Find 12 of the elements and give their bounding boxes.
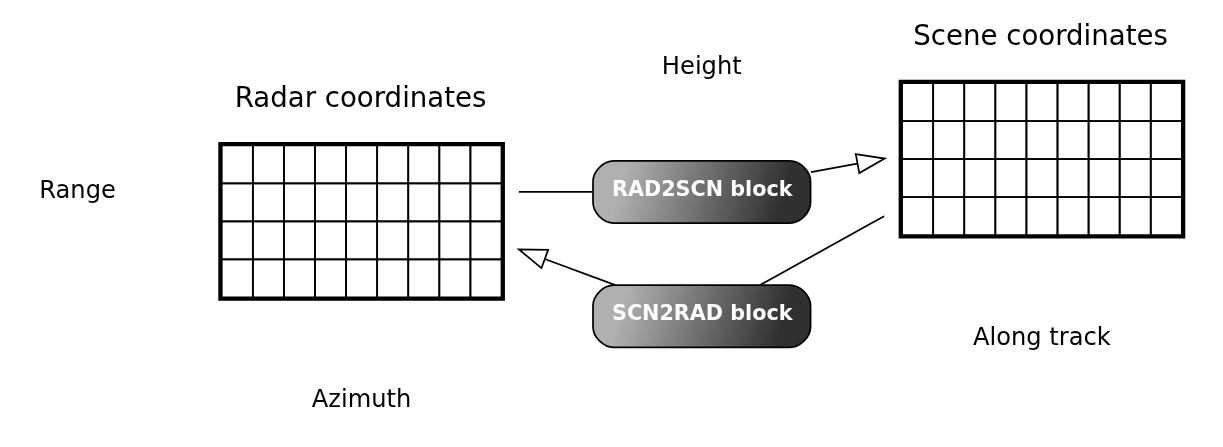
connector [517, 191, 594, 193]
connector [758, 215, 885, 286]
node-label: Radar coordinates [234, 81, 486, 115]
label: Azimuth [311, 385, 411, 414]
label: Along track [972, 323, 1111, 352]
label: Height [661, 52, 742, 81]
label: Range [38, 176, 116, 205]
node-label: Scene coordinates [912, 18, 1168, 52]
node-box: RAD2SCN block [591, 160, 811, 224]
arrow [515, 248, 616, 286]
node-box: SCN2RAD block [591, 284, 811, 349]
arrow [809, 153, 887, 175]
